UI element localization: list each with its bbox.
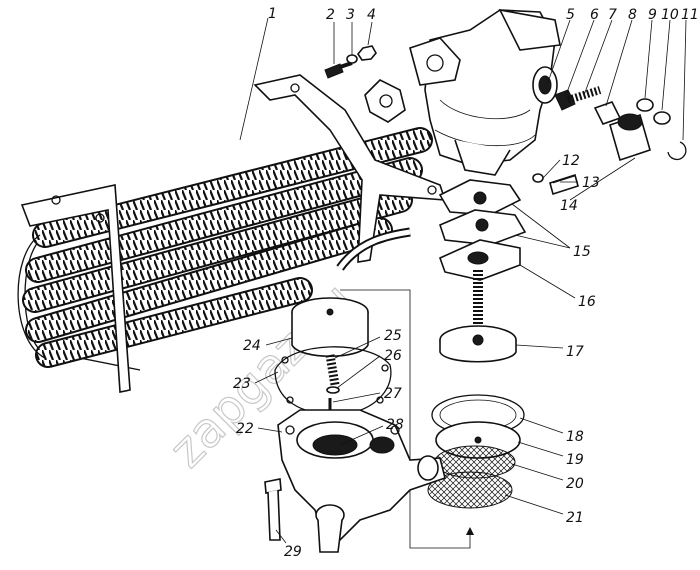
callout-6: 6 [590, 7, 599, 23]
callout-23: 23 [233, 376, 251, 392]
callout-21: 21 [566, 510, 584, 526]
snap-ring-part-11 [667, 141, 687, 161]
regulator-upper-housing [409, 8, 561, 176]
callout-22: 22 [236, 421, 254, 437]
callout-labels: 1 2 3 4 5 6 7 8 9 10 11 12 13 14 15 16 1… [233, 6, 699, 560]
callout-16: 16 [578, 294, 596, 310]
callout-17: 17 [566, 344, 584, 360]
gasket-part-9 [636, 98, 654, 112]
lower-body-part-22 [277, 409, 446, 553]
leader-lines [239, 17, 687, 544]
washer-part-26 [326, 386, 340, 394]
callout-2: 2 [326, 7, 335, 23]
callout-10: 10 [661, 7, 679, 23]
valve-parts-row [554, 86, 687, 162]
spring-part-25 [325, 354, 340, 386]
cap-part-24 [291, 297, 369, 358]
callout-15: 15 [573, 244, 591, 260]
gasket-part-10 [653, 111, 671, 125]
bolt-part-2 [324, 61, 353, 79]
callout-19: 19 [566, 452, 584, 468]
valve-part-8 [593, 101, 622, 125]
coil-heat-exchanger [17, 74, 447, 393]
callout-1: 1 [268, 6, 277, 22]
callout-7: 7 [608, 7, 617, 23]
washer-part-3 [346, 54, 358, 64]
callout-24: 24 [243, 338, 261, 354]
washer-part-12 [532, 173, 544, 183]
callout-9: 9 [648, 7, 657, 23]
callout-28: 28 [386, 417, 404, 433]
callout-4: 4 [367, 7, 376, 23]
coil-rear-bracket [253, 74, 447, 263]
coil-front-bracket [20, 184, 131, 393]
spring-cup-part-17 [439, 270, 517, 363]
nut-part-4 [357, 45, 377, 61]
callout-29: 29 [284, 544, 302, 560]
diaphragm-plates-15 [438, 179, 527, 246]
mesh-part-21 [427, 471, 513, 509]
callout-13: 13 [582, 175, 600, 191]
callout-25: 25 [384, 328, 402, 344]
callout-20: 20 [566, 476, 584, 492]
callout-14: 14 [560, 198, 578, 214]
callout-8: 8 [628, 7, 637, 23]
bolt-part-29 [264, 478, 282, 541]
callout-3: 3 [346, 7, 355, 23]
callout-5: 5 [566, 7, 575, 23]
ring-part-6 [554, 89, 576, 111]
callout-11: 11 [681, 7, 699, 23]
callout-27: 27 [384, 386, 402, 402]
callout-18: 18 [566, 429, 584, 445]
bolt-part-13 [549, 173, 579, 196]
callout-12: 12 [562, 153, 580, 169]
gasket-part-23 [274, 346, 392, 416]
callout-26: 26 [384, 348, 402, 364]
